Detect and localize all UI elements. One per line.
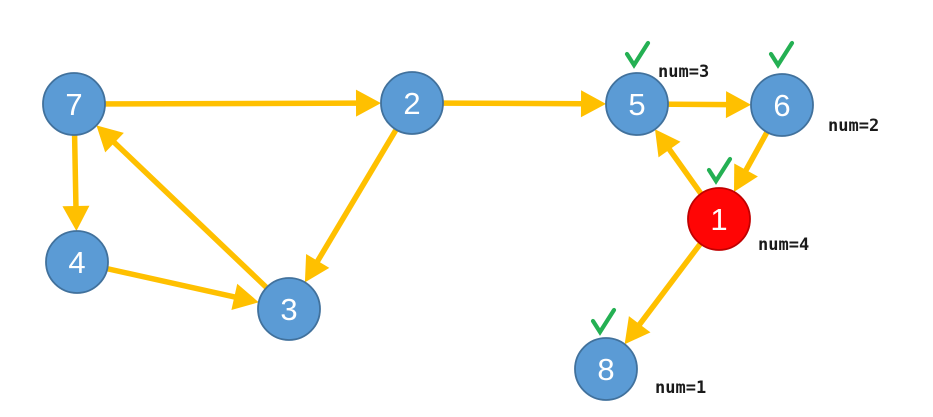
- arrowhead-icon-3-7: [96, 125, 124, 153]
- node-3: 3: [257, 277, 321, 341]
- node-6: 6: [750, 73, 814, 137]
- num-label-node-6: num=2: [828, 116, 879, 136]
- checkmark-icon-node-1: [706, 156, 733, 185]
- node-2: 2: [380, 71, 444, 135]
- arrowhead-icon-2-5: [580, 90, 607, 118]
- arrowhead-icon-7-2: [355, 89, 382, 117]
- node-3-circle: [257, 277, 321, 341]
- node-4-circle: [45, 230, 109, 294]
- edge-3-7: [96, 125, 291, 311]
- arrowhead-icon-1-5: [654, 129, 681, 158]
- node-8-circle: [574, 337, 638, 401]
- node-7-circle: [42, 72, 106, 136]
- arrowhead-icon-1-8: [624, 316, 651, 345]
- node-5-label: 5: [628, 87, 645, 122]
- num-label-node-8: num=1: [655, 378, 706, 398]
- arrowhead-icon-4-3: [231, 283, 259, 311]
- arrowhead-icon-6-1: [733, 163, 758, 192]
- arrowhead-icon-5-6: [725, 91, 752, 119]
- node-1-label: 1: [710, 202, 727, 237]
- node-6-circle: [750, 73, 814, 137]
- node-5: 5: [605, 72, 669, 136]
- node-7-label: 7: [65, 87, 82, 122]
- arrowhead-icon-7-4: [62, 205, 90, 232]
- node-8-label: 8: [597, 352, 614, 387]
- node-1: 1: [687, 187, 751, 251]
- node-2-circle: [380, 71, 444, 135]
- node-4-label: 4: [68, 245, 85, 280]
- node-8: 8: [574, 337, 638, 401]
- node-5-circle: [605, 72, 669, 136]
- num-label-node-1: num=4: [758, 235, 809, 255]
- node-6-label: 6: [773, 88, 790, 123]
- node-4: 4: [45, 230, 109, 294]
- node-7: 7: [42, 72, 106, 136]
- checkmark-icon-node-8: [590, 307, 617, 336]
- num-label-node-5: num=3: [658, 62, 709, 82]
- edge-line-7-2: [73, 100, 360, 107]
- checkmark-icon-node-6: [768, 40, 795, 69]
- edge-7-2: [73, 89, 382, 117]
- edge-line-3-7: [110, 138, 291, 311]
- arrowhead-icon-2-3: [304, 253, 330, 283]
- checkmark-icon-node-5: [624, 40, 651, 69]
- node-2-label: 2: [403, 86, 420, 121]
- node-1-circle: [687, 187, 751, 251]
- node-3-label: 3: [280, 292, 297, 327]
